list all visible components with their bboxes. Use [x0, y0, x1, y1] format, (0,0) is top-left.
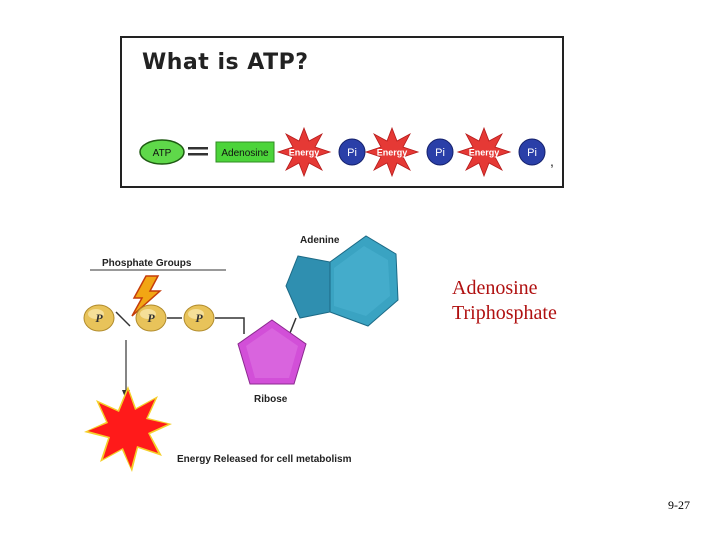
phosphate-label: P	[147, 311, 155, 325]
adenine-molecule	[285, 235, 399, 327]
slide-title: What is ATP?	[142, 50, 309, 75]
phosphate-circle: P	[83, 304, 115, 332]
lightning-bolt-icon	[131, 275, 162, 317]
ribose-molecule	[237, 319, 307, 385]
atp-pill-label: ATP	[153, 148, 172, 159]
adenosine-label: Adenosine	[221, 148, 269, 159]
side-label: Adenosine Triphosphate	[452, 276, 557, 326]
phosphate-pi-circle: Pi	[518, 138, 546, 166]
atp-pill: ATP	[139, 139, 185, 165]
energy-star: Energy	[456, 126, 512, 178]
phosphate-ribose-bond	[215, 317, 245, 334]
energy-star: Energy	[364, 126, 420, 178]
atp-chain-diagram: ATP Adenosine Energy Pi	[139, 126, 554, 178]
pi-label: Pi	[347, 147, 357, 159]
adenine-label: Adenine	[300, 235, 340, 246]
phosphate-pi-circle: Pi	[426, 138, 454, 166]
energy-label: Energy	[469, 148, 500, 158]
pi-label: Pi	[527, 147, 537, 159]
phosphate-pi-circle: Pi	[338, 138, 366, 166]
page-number: 9-27	[668, 498, 690, 512]
phosphate-circle: P	[135, 304, 167, 332]
broken-bond	[115, 311, 131, 327]
energy-label: Energy	[377, 148, 408, 158]
phosphate-label: P	[195, 311, 203, 325]
phosphate-circle: P	[183, 304, 215, 332]
phosphate-groups-label: Phosphate Groups	[102, 258, 192, 269]
equals-sign	[188, 147, 208, 156]
adenosine-box: Adenosine	[215, 141, 275, 163]
trailing-comma: ,	[550, 153, 554, 169]
energy-star: Energy	[276, 126, 332, 178]
energy-label: Energy	[289, 148, 320, 158]
atp-definition-box: What is ATP? ATP Adenosine Energy	[120, 36, 564, 188]
energy-released-label: Energy Released for cell metabolism	[177, 454, 352, 465]
pi-label: Pi	[435, 147, 445, 159]
side-label-line1: Adenosine	[452, 277, 538, 299]
side-label-line2: Triphosphate	[452, 302, 557, 324]
ribose-label: Ribose	[254, 394, 288, 405]
phosphate-label: P	[95, 311, 103, 325]
energy-burst-icon	[84, 386, 172, 472]
